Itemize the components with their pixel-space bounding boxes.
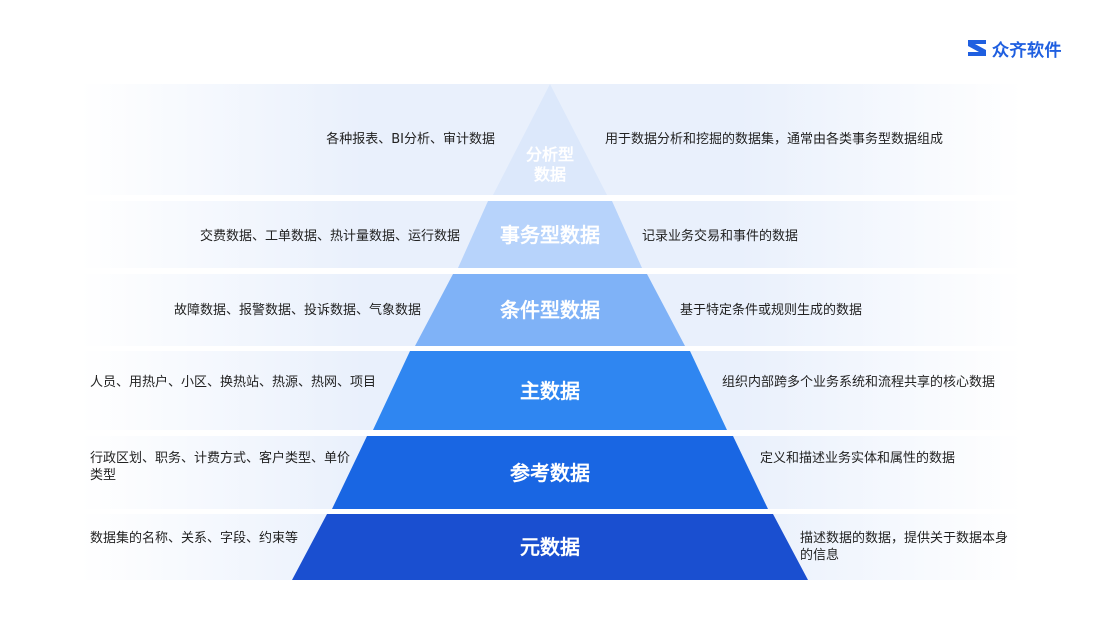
layer-definition-text: 用于数据分析和挖掘的数据集，通常由各类事务型数据组成 bbox=[605, 132, 944, 147]
pyramid-layer-label-line: 分析型 bbox=[525, 145, 574, 164]
pyramid-layer-label-line: 参考数据 bbox=[510, 460, 590, 485]
pyramid-layer bbox=[332, 436, 768, 509]
layer-definition-text: 基于特定条件或规则生成的数据 bbox=[680, 303, 863, 318]
pyramid-layer bbox=[292, 514, 808, 580]
layer-examples-text: 故障数据、报警数据、投诉数据、气象数据 bbox=[173, 303, 421, 318]
pyramid-layer bbox=[415, 274, 685, 346]
pyramid-layer-label: 分析型数据 bbox=[450, 145, 650, 185]
pyramid-layer-label-line: 事务型数据 bbox=[500, 222, 600, 247]
layer-examples-text: 交费数据、工单数据、热计量数据、运行数据 bbox=[199, 229, 460, 244]
pyramid-layer-label: 参考数据 bbox=[450, 461, 650, 485]
layer-examples-text: 数据集的名称、关系、字段、约束等 bbox=[90, 531, 299, 546]
pyramid-layer-label: 元数据 bbox=[450, 535, 650, 559]
pyramid-layer-label-line: 主数据 bbox=[520, 378, 580, 403]
pyramid-layer bbox=[373, 351, 727, 430]
pyramid-layer-label-line: 元数据 bbox=[520, 535, 580, 559]
layer-examples-text: 人员、用热户、小区、换热站、热源、热网、项目 bbox=[90, 375, 377, 390]
brand-mark-icon bbox=[968, 40, 986, 56]
pyramid-layer bbox=[458, 201, 642, 268]
layer-definition-text: 组织内部跨多个业务系统和流程共享的核心数据 bbox=[722, 375, 996, 390]
pyramid-layer-label: 主数据 bbox=[450, 379, 650, 403]
brand-name: 众齐软件 bbox=[992, 40, 1062, 61]
pyramid-layer bbox=[493, 84, 607, 195]
layer-examples-text: 行政区划、职务、计费方式、客户类型、单价类型 bbox=[90, 451, 351, 483]
pyramid-layer-label: 条件型数据 bbox=[450, 298, 650, 322]
brand-logo: 众齐软件 bbox=[966, 35, 1062, 61]
layer-definition-text: 定义和描述业务实体和属性的数据 bbox=[760, 451, 956, 466]
layer-definition-text: 描述数据的数据，提供关于数据本身的信息 bbox=[800, 531, 1009, 563]
pyramid-layer-label: 事务型数据 bbox=[450, 223, 650, 247]
layer-definition-text: 记录业务交易和事件的数据 bbox=[642, 229, 799, 244]
pyramid-layer-label-line: 条件型数据 bbox=[500, 298, 600, 322]
pyramid-layer-label-line: 数据 bbox=[533, 165, 566, 184]
layer-examples-text: 各种报表、BI分析、审计数据 bbox=[326, 132, 495, 147]
